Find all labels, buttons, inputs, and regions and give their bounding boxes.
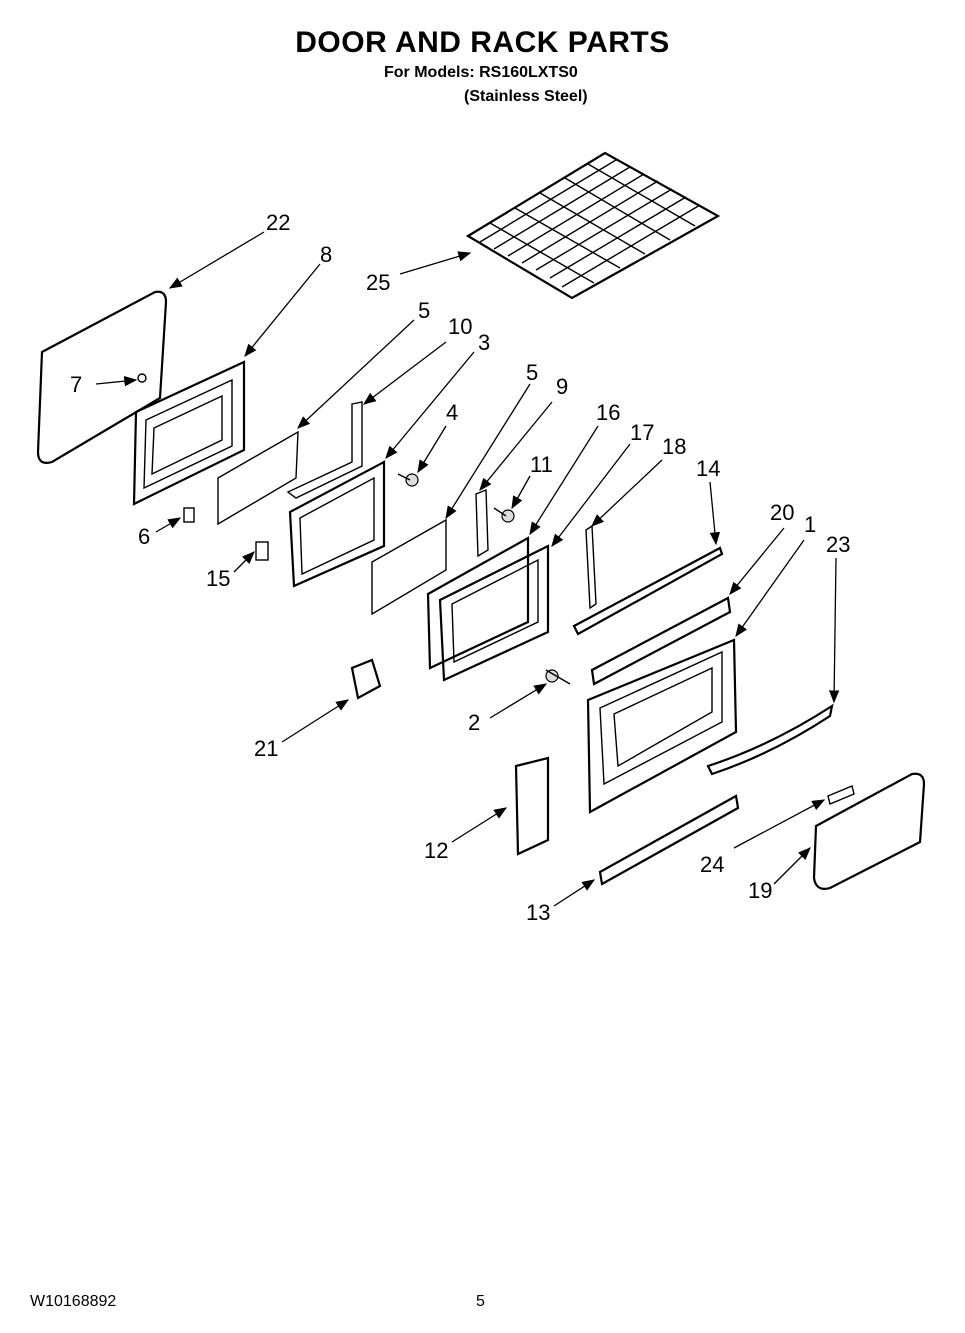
callout-19: 19	[748, 878, 772, 903]
hinge-receiver	[350, 658, 382, 700]
oven-rack	[465, 151, 721, 300]
callout-10: 10	[448, 314, 472, 339]
outer-glass-frame	[426, 536, 550, 682]
door-side-bracket	[585, 524, 597, 610]
callout-17: 17	[630, 420, 654, 445]
door-insulation	[514, 756, 550, 856]
bottom-trim	[598, 794, 740, 886]
callout-labels: 22 8 25 5 10 3 7 5 9 4 16 17 18 11 14 6 …	[70, 210, 850, 925]
callout-1: 1	[804, 512, 816, 537]
door-handle	[706, 703, 834, 776]
top-door-channel	[572, 546, 724, 636]
callout-12: 12	[424, 838, 448, 863]
callout-5-lower: 5	[526, 360, 538, 385]
callout-18: 18	[662, 434, 686, 459]
hinge-screw-b	[493, 507, 515, 523]
badge	[827, 785, 855, 805]
small-pad	[255, 541, 269, 561]
callout-6: 6	[138, 524, 150, 549]
callout-24: 24	[700, 852, 724, 877]
callout-3: 3	[478, 330, 490, 355]
finish-line: (Stainless Steel)	[464, 88, 588, 105]
callout-15: 15	[206, 566, 230, 591]
callout-21: 21	[254, 736, 278, 761]
glass-pack-frame	[288, 460, 386, 588]
callout-16: 16	[596, 400, 620, 425]
inner-glass	[217, 430, 299, 526]
washer	[137, 373, 147, 383]
document-number: W10168892	[30, 1293, 117, 1310]
door-screw	[545, 669, 571, 685]
callout-14: 14	[696, 456, 720, 481]
window-gasket	[812, 772, 926, 890]
callout-2: 2	[468, 710, 480, 735]
outer-door-panel	[586, 638, 738, 814]
callout-23: 23	[826, 532, 850, 557]
page-number: 5	[476, 1293, 485, 1310]
callout-11: 11	[530, 452, 553, 477]
small-clip	[183, 507, 195, 523]
callout-4: 4	[446, 400, 458, 425]
side-trim	[475, 488, 489, 558]
vent-trim	[590, 596, 732, 686]
hinge-screw-a	[397, 473, 419, 487]
callout-22: 22	[266, 210, 290, 235]
page-title: DOOR AND RACK PARTS	[295, 26, 670, 59]
callout-5-upper: 5	[418, 298, 430, 323]
inner-door-liner	[132, 360, 246, 506]
callout-20: 20	[770, 500, 794, 525]
models-line: For Models: RS160LXTS0	[384, 64, 578, 81]
door-bracket	[286, 401, 363, 499]
callout-7: 7	[70, 372, 82, 397]
callout-8: 8	[320, 242, 332, 267]
leader-lines	[95, 231, 840, 907]
callout-9: 9	[556, 374, 568, 399]
callout-13: 13	[526, 900, 550, 925]
callout-25: 25	[366, 270, 390, 295]
middle-glass	[371, 518, 447, 616]
door-gasket	[36, 290, 168, 464]
